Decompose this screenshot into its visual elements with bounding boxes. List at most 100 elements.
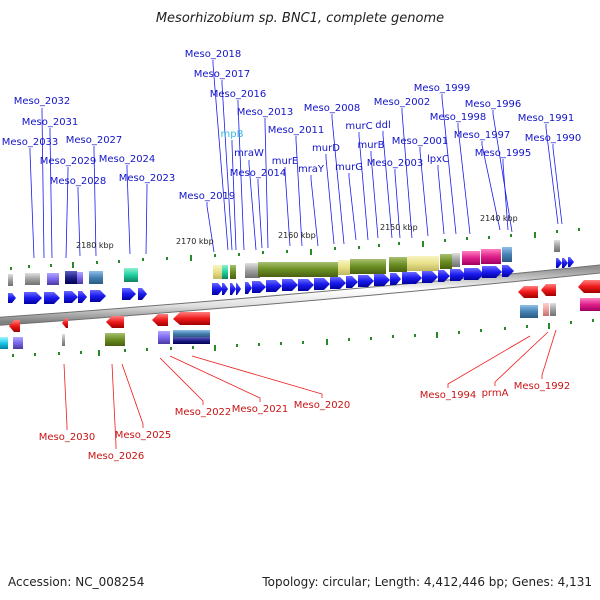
tick-mark: [170, 347, 172, 350]
leader-line: [295, 136, 303, 247]
gene-label[interactable]: Meso_1990: [525, 133, 582, 144]
gene-label[interactable]: Meso_2033: [2, 137, 59, 148]
forward-gene: [222, 283, 228, 295]
gene-block: [258, 262, 338, 277]
gene-label[interactable]: murG: [335, 162, 363, 173]
gene-label[interactable]: mraY: [298, 164, 325, 175]
gene-label[interactable]: mraW: [234, 148, 264, 159]
tick-mark: [466, 237, 468, 240]
forward-gene: [138, 288, 147, 300]
gene-block: [440, 254, 452, 269]
kbp-tick-label: 2170 kbp: [176, 237, 214, 246]
gene-block: [77, 272, 83, 284]
tick-mark: [334, 247, 336, 250]
gene-label[interactable]: Meso_2023: [119, 173, 176, 184]
gene-block: [230, 265, 236, 279]
tick-mark: [378, 244, 380, 247]
gene-block: [502, 247, 512, 262]
gene-label[interactable]: Meso_2028: [50, 176, 107, 187]
tick-mark: [286, 250, 288, 253]
tick-mark: [534, 232, 536, 238]
gene-label[interactable]: Meso_2031: [22, 117, 79, 128]
gene-label[interactable]: murD: [312, 143, 340, 154]
gene-label[interactable]: Meso_2024: [99, 154, 156, 165]
leader-line: [370, 151, 379, 239]
gene-block: [25, 273, 40, 285]
gene-label[interactable]: Meso_2011: [268, 125, 325, 136]
gene-label[interactable]: Meso_2026: [88, 451, 145, 462]
gene-label[interactable]: lpxC: [427, 154, 449, 165]
reverse-gene: [152, 314, 168, 326]
gene-label[interactable]: Meso_2017: [194, 69, 251, 80]
gene-label[interactable]: Meso_1991: [518, 113, 575, 124]
tick-mark: [28, 265, 30, 268]
kbp-tick-label: 2160 kbp: [278, 231, 316, 240]
gene-block: [158, 331, 170, 344]
leader-line: [552, 144, 563, 225]
gene-label[interactable]: Meso_2016: [210, 89, 267, 100]
tick-mark: [488, 236, 490, 239]
gene-label[interactable]: Meso_1996: [465, 99, 522, 110]
gene-label[interactable]: ddl: [375, 120, 390, 131]
gene-label[interactable]: murB: [357, 140, 384, 151]
gene-label[interactable]: mpB: [221, 129, 244, 140]
reverse-gene: [106, 316, 124, 328]
gene-label[interactable]: Meso_1997: [454, 130, 511, 141]
gene-label[interactable]: Meso_2027: [66, 135, 123, 146]
gene-label[interactable]: murE: [272, 156, 299, 167]
forward-gene: [230, 283, 236, 295]
gene-label[interactable]: prmA: [482, 388, 509, 399]
forward-gene: [556, 258, 562, 268]
gene-label[interactable]: Meso_2008: [304, 103, 361, 114]
gene-label[interactable]: Meso_2020: [294, 400, 351, 411]
forward-gene: [298, 279, 314, 291]
gene-label[interactable]: Meso_2030: [39, 432, 96, 443]
leader-line: [257, 179, 263, 249]
gene-label[interactable]: Meso_2003: [367, 158, 424, 169]
gene-label[interactable]: Meso_1999: [414, 83, 471, 94]
tick-mark: [578, 228, 580, 231]
gene-label[interactable]: Meso_1992: [514, 381, 571, 392]
leader-line: [248, 160, 257, 251]
gene-label[interactable]: Meso_2032: [14, 96, 71, 107]
gene-label[interactable]: Meso_2013: [237, 107, 294, 118]
leader-line: [231, 140, 237, 251]
leader-line: [264, 118, 269, 249]
leader-line: [126, 165, 131, 255]
gene-label[interactable]: Meso_2014: [230, 168, 287, 179]
leader-line: [212, 60, 229, 251]
gene-label[interactable]: Meso_2002: [374, 97, 431, 108]
tick-mark: [480, 329, 482, 332]
gene-label[interactable]: murC: [345, 121, 372, 132]
gene-label[interactable]: Meso_2019: [179, 191, 236, 202]
gene-label[interactable]: Meso_2001: [392, 136, 449, 147]
gene-label[interactable]: Meso_2018: [185, 49, 242, 60]
genome-summary-text: Topology: circular; Length: 4,412,446 bp…: [261, 575, 592, 589]
tick-mark: [118, 260, 120, 263]
gene-label[interactable]: Meso_2022: [175, 407, 232, 418]
gene-label[interactable]: Meso_2021: [232, 404, 289, 415]
leader-line: [447, 335, 531, 388]
tick-mark: [12, 354, 14, 357]
gene-block: [89, 271, 103, 284]
leader-line: [325, 154, 335, 245]
gene-label[interactable]: Meso_1995: [475, 148, 532, 159]
gene-block: [543, 303, 549, 316]
leader-line: [545, 124, 559, 225]
gene-label[interactable]: Meso_2029: [40, 156, 97, 167]
leader-line: [169, 355, 261, 402]
gene-label[interactable]: Meso_1994: [420, 390, 477, 401]
tick-mark: [398, 242, 400, 245]
forward-gene: [78, 291, 87, 303]
forward-gene: [482, 266, 502, 278]
reverse-gene: [9, 320, 20, 332]
forward-gene: [402, 272, 422, 284]
bottom-feature-track: [0, 298, 600, 349]
tick-mark: [80, 351, 82, 354]
gene-label[interactable]: Meso_2025: [115, 430, 172, 441]
tick-mark: [72, 262, 74, 268]
reverse-strand-genes: [9, 280, 600, 332]
gene-block: [8, 274, 13, 286]
tick-mark: [592, 319, 594, 322]
gene-label[interactable]: Meso_1998: [430, 112, 487, 123]
